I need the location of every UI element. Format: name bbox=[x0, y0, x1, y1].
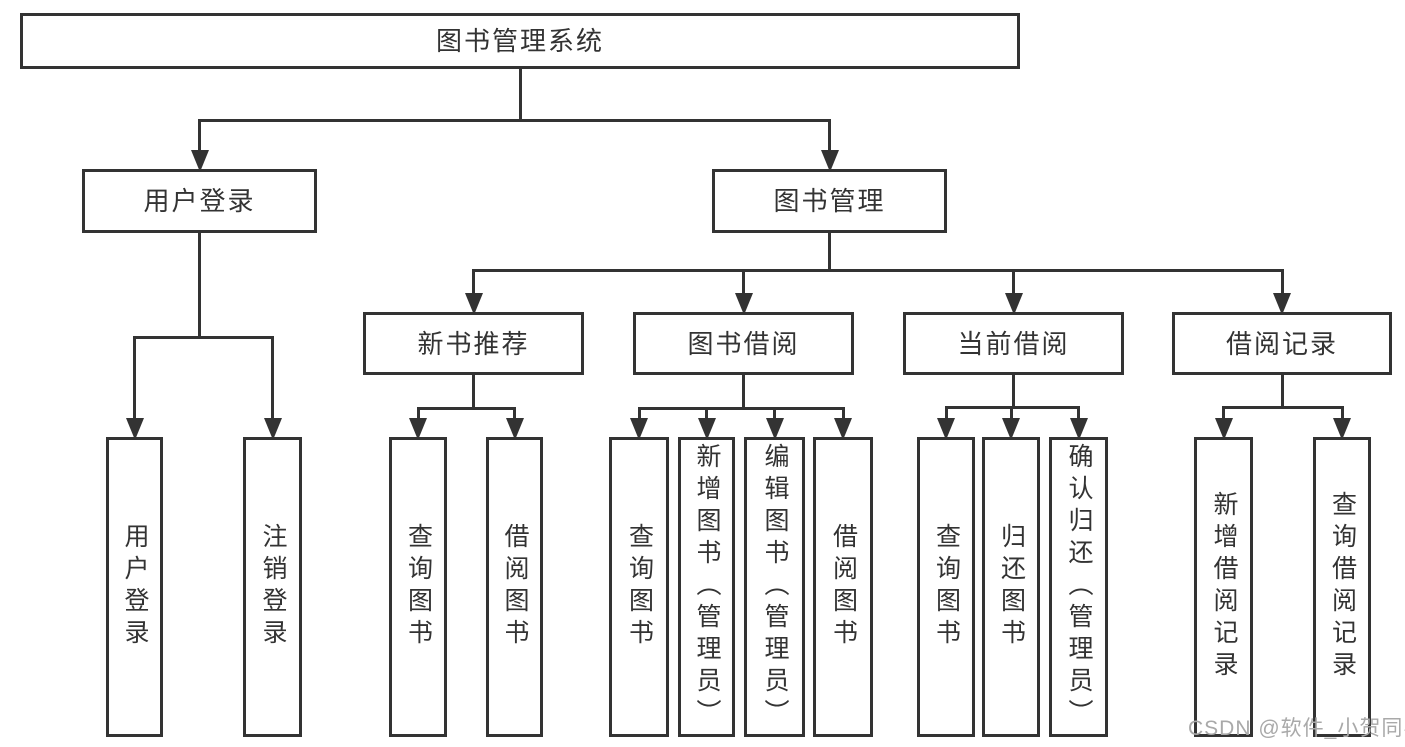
arrow-down-icon bbox=[190, 150, 209, 172]
arrow-down-icon bbox=[409, 418, 427, 440]
connector-drop bbox=[637, 408, 641, 420]
connector-drop bbox=[828, 120, 831, 152]
connector-drop bbox=[742, 270, 745, 295]
connector-drop bbox=[1009, 407, 1013, 420]
node-label-rec-query: 查询图书 bbox=[404, 523, 433, 651]
node-rec-borrow: 借阅图书 bbox=[486, 437, 543, 737]
node-borrow: 图书借阅 bbox=[633, 312, 854, 375]
arrow-down-icon bbox=[937, 418, 955, 440]
connector-drop bbox=[198, 120, 201, 152]
arrow-down-icon bbox=[734, 293, 753, 315]
watermark-text: CSDN @软件_小贺同学 bbox=[1188, 717, 1405, 740]
connector-drop bbox=[1340, 407, 1344, 420]
connector-trunk bbox=[518, 69, 522, 122]
connector-rail bbox=[133, 335, 274, 339]
node-recommend: 新书推荐 bbox=[363, 312, 584, 375]
arrow-down-icon bbox=[125, 418, 144, 440]
connector-drop bbox=[773, 408, 776, 420]
node-label-bor-edit: 编辑图书（管理员） bbox=[761, 443, 789, 731]
node-label-current: 当前借阅 bbox=[957, 328, 1070, 359]
connector-drop bbox=[271, 337, 274, 420]
node-root: 图书管理系统 bbox=[20, 13, 1020, 69]
arrow-down-icon bbox=[1002, 418, 1020, 440]
arrow-down-icon bbox=[464, 293, 483, 315]
node-bor-query: 查询图书 bbox=[609, 437, 669, 737]
node-label-log-query: 查询借阅记录 bbox=[1328, 491, 1357, 683]
arrow-down-icon bbox=[765, 418, 784, 440]
arrow-down-icon bbox=[505, 418, 524, 440]
arrow-down-icon bbox=[1333, 418, 1351, 440]
connector-drop bbox=[1077, 407, 1080, 420]
connector-rail bbox=[637, 406, 845, 410]
node-label-root: 图书管理系统 bbox=[435, 26, 604, 56]
connector-trunk bbox=[472, 375, 475, 410]
connector-drop bbox=[513, 408, 516, 420]
node-label-cur-query: 查询图书 bbox=[932, 523, 961, 651]
node-current: 当前借阅 bbox=[903, 312, 1124, 375]
node-bor-edit: 编辑图书（管理员） bbox=[744, 437, 805, 737]
node-label-recommend: 新书推荐 bbox=[417, 328, 530, 359]
arrow-down-icon bbox=[697, 418, 716, 440]
node-bor-borrow: 借阅图书 bbox=[813, 437, 873, 737]
connector-trunk bbox=[1012, 375, 1015, 409]
connector-drop bbox=[705, 408, 708, 420]
node-log-add: 新增借阅记录 bbox=[1194, 437, 1253, 737]
arrow-down-icon bbox=[834, 418, 852, 440]
connector-rail bbox=[1222, 405, 1344, 409]
connector-drop bbox=[944, 407, 948, 420]
node-label-mgmt: 图书管理 bbox=[773, 186, 886, 216]
node-label-rec-borrow: 借阅图书 bbox=[501, 523, 529, 651]
arrow-down-icon bbox=[1214, 418, 1233, 440]
node-rec-query: 查询图书 bbox=[389, 437, 447, 737]
node-cur-query: 查询图书 bbox=[917, 437, 975, 737]
node-label-borrow: 图书借阅 bbox=[687, 328, 800, 359]
arrow-down-icon bbox=[263, 418, 282, 440]
node-label-user-login: 用户登录 bbox=[121, 523, 149, 651]
node-label-records: 借阅记录 bbox=[1225, 328, 1338, 359]
connector-rail bbox=[472, 268, 1284, 272]
node-bor-add: 新增图书（管理员） bbox=[678, 437, 735, 737]
connector-rail bbox=[416, 406, 516, 410]
node-label-log-add: 新增借阅记录 bbox=[1210, 491, 1238, 683]
node-records: 借阅记录 bbox=[1172, 312, 1392, 375]
connector-drop bbox=[1012, 270, 1015, 295]
node-label-login: 用户登录 bbox=[143, 186, 256, 216]
connector-drop bbox=[841, 408, 845, 420]
connector-drop bbox=[416, 408, 420, 420]
node-logout: 注销登录 bbox=[243, 437, 302, 737]
node-label-bor-borrow: 借阅图书 bbox=[829, 523, 858, 651]
node-label-cur-confirm: 确认归还（管理员） bbox=[1065, 443, 1093, 731]
connector-rail bbox=[198, 118, 831, 122]
connector-trunk bbox=[742, 375, 745, 410]
arrow-down-icon bbox=[1069, 418, 1088, 440]
node-label-bor-add: 新增图书（管理员） bbox=[693, 443, 721, 731]
node-cur-confirm: 确认归还（管理员） bbox=[1049, 437, 1108, 737]
node-label-logout: 注销登录 bbox=[259, 523, 287, 651]
node-label-bor-query: 查询图书 bbox=[625, 523, 654, 651]
node-user-login: 用户登录 bbox=[106, 437, 163, 737]
connector-drop bbox=[472, 270, 475, 295]
node-log-query: 查询借阅记录 bbox=[1313, 437, 1371, 737]
node-login: 用户登录 bbox=[82, 169, 317, 233]
node-mgmt: 图书管理 bbox=[712, 169, 947, 233]
arrow-down-icon bbox=[1004, 293, 1023, 315]
connector-trunk bbox=[828, 233, 831, 272]
arrow-down-icon bbox=[630, 418, 648, 440]
connector-drop bbox=[133, 337, 136, 420]
node-label-cur-return: 归还图书 bbox=[997, 523, 1026, 651]
arrow-down-icon bbox=[1273, 293, 1291, 315]
connector-trunk bbox=[198, 233, 201, 339]
connector-drop bbox=[1280, 270, 1284, 295]
arrow-down-icon bbox=[820, 150, 839, 172]
connector-trunk bbox=[1280, 375, 1284, 409]
connector-drop bbox=[1222, 407, 1225, 420]
node-cur-return: 归还图书 bbox=[982, 437, 1040, 737]
